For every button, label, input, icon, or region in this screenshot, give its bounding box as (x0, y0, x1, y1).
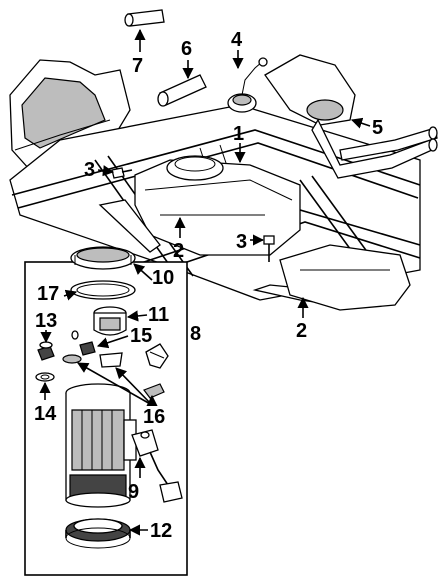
callout-3-lower: 3 (236, 231, 247, 253)
callout-10: 10 (152, 267, 174, 289)
filler-hose (157, 74, 207, 107)
callout-2-right: 2 (296, 320, 307, 342)
callout-17: 17 (37, 283, 59, 305)
callout-9: 9 (128, 481, 139, 503)
callout-13: 13 (35, 310, 57, 332)
callout-12: 12 (150, 520, 172, 542)
callout-11: 11 (148, 304, 169, 326)
fitting-small (71, 330, 96, 356)
lock-ring (70, 246, 136, 270)
tank-strap-left (98, 199, 161, 253)
filter-center (62, 352, 123, 368)
fuel-pump-module (65, 383, 137, 508)
callout-7: 7 (132, 55, 143, 77)
washer (35, 372, 55, 382)
gas-cap (227, 57, 268, 113)
filler-neck (264, 54, 438, 179)
callout-14: 14 (34, 403, 57, 425)
vent-hose (124, 9, 165, 27)
callout-5: 5 (372, 117, 383, 139)
connector (145, 343, 169, 369)
leader-lines (39, 28, 371, 536)
callout-16: 16 (143, 406, 165, 428)
sending-unit-flange (93, 306, 127, 336)
callout-15: 15 (130, 325, 152, 347)
callout-4: 4 (231, 29, 243, 51)
callout-1: 1 (233, 123, 244, 145)
fuel-tank (134, 155, 301, 256)
callout-8: 8 (190, 323, 201, 345)
callout-6: 6 (181, 38, 192, 60)
mounting-ring (65, 518, 131, 549)
fuel-level-sender (131, 429, 183, 503)
callout-2-left: 2 (173, 240, 184, 262)
pump-seal (70, 280, 136, 300)
callout-3-upper: 3 (84, 159, 95, 181)
grommet (37, 341, 55, 361)
